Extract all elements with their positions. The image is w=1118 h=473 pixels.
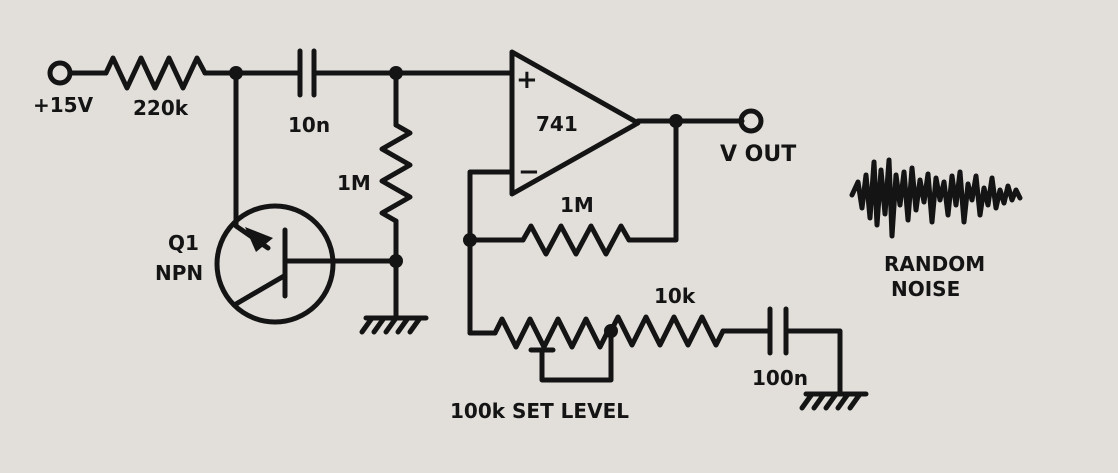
label-c-coupling: 10n (288, 113, 330, 137)
transistor-q1-body (214, 203, 336, 325)
potentiometer-wiper (528, 330, 614, 383)
wire-node-a-to-emitter (233, 70, 271, 251)
caption-line-1: RANDOM (884, 252, 985, 276)
random-noise-waveform (849, 157, 1023, 239)
label-r-series: 10k (654, 284, 696, 308)
wire-fb-to-output (626, 118, 679, 243)
label-opamp-plus: + (516, 65, 538, 95)
transistor-q1-collector (233, 273, 287, 307)
opamp-741 (509, 49, 641, 197)
output-terminal (738, 108, 764, 134)
supply-terminal (47, 60, 73, 86)
label-r-supply: 220k (133, 96, 189, 120)
label-output: V OUT (720, 142, 796, 167)
resistor-220k (103, 55, 208, 91)
wire-cap-to-ground (783, 328, 843, 397)
label-transistor-type: NPN (155, 261, 203, 285)
caption-line-2: NOISE (891, 277, 960, 301)
resistor-1m-feedback (520, 223, 632, 257)
potentiometer-100k (492, 316, 610, 350)
label-r-feedback: 1M (560, 193, 594, 217)
wire-inverting-input (467, 169, 515, 336)
ground-symbol-left (359, 315, 429, 335)
transistor-q1-emitter-arrow (245, 227, 273, 252)
label-r-bias: 1M (337, 171, 371, 195)
label-transistor-ref: Q1 (168, 231, 199, 255)
label-opamp-minus: − (518, 157, 540, 187)
label-opamp: 741 (536, 112, 578, 136)
label-pot: 100k SET LEVEL (450, 399, 629, 423)
resistor-10k (608, 314, 726, 348)
ground-symbol-right (799, 391, 869, 411)
resistor-1m-bias (379, 122, 413, 224)
label-c-ground: 100n (752, 366, 808, 390)
label-supply: +15V (33, 93, 94, 117)
